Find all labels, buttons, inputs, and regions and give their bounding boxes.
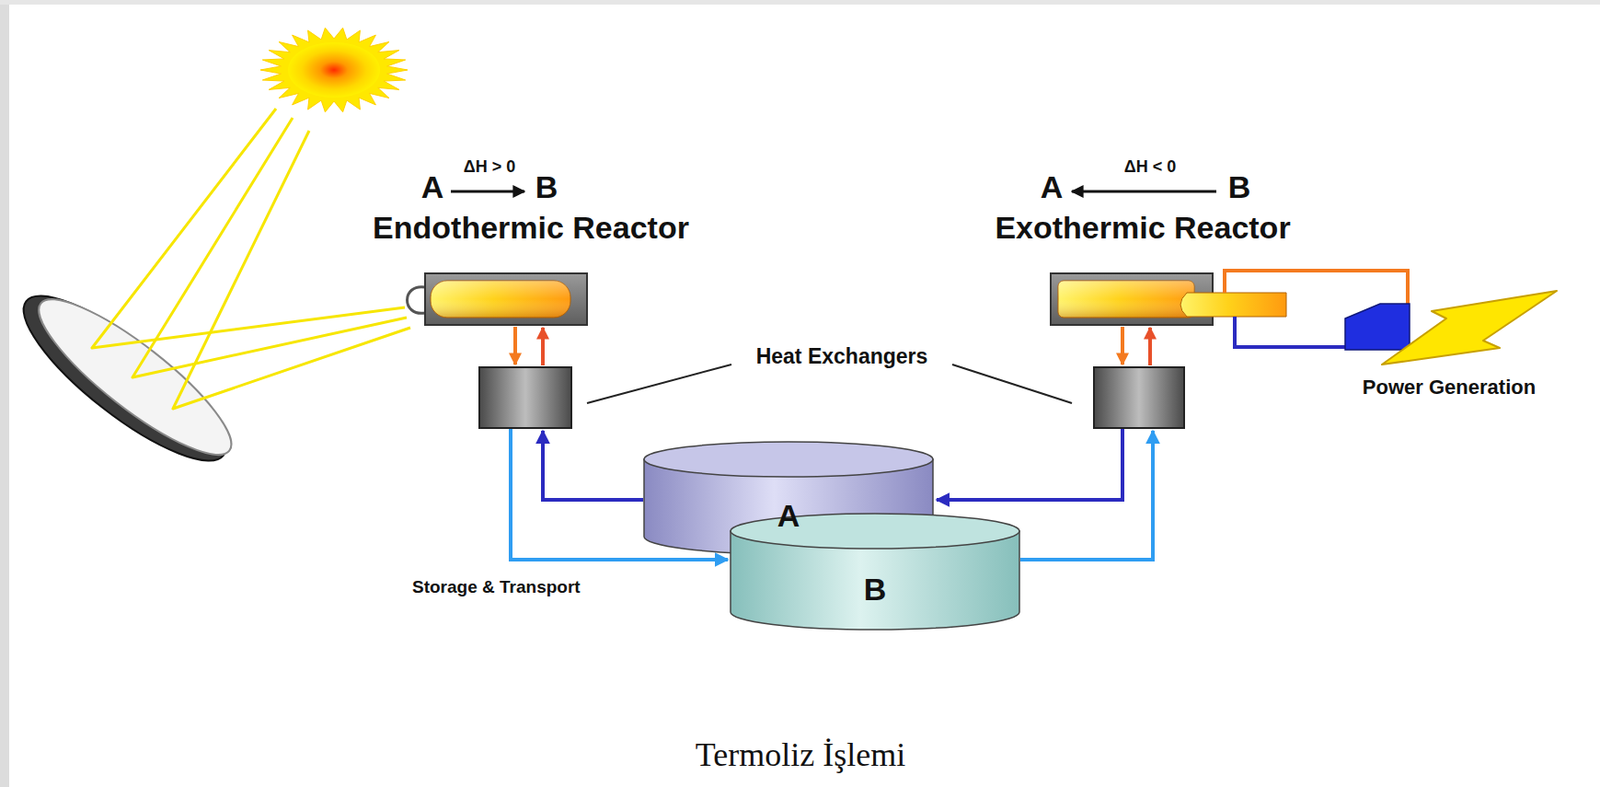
illustration-part [541,327,545,366]
reaction-arrow [450,190,525,194]
illustration-part [1058,280,1195,318]
storage-tank: A [643,440,934,555]
illustration-part [513,326,518,365]
reactant-symbol: B [1228,170,1252,205]
power-generation-label: Power Generation [1362,376,1536,399]
illustration-part [430,280,571,318]
turbine [1345,303,1410,350]
illustration-part [1020,430,1153,560]
product-symbol: B [535,170,559,205]
illustration-part [1058,280,1195,318]
illustration-part [1224,270,1408,304]
illustration-part [407,287,426,314]
lightning-bolt [1381,290,1557,365]
storage-tank: B [729,512,1021,631]
product-symbol: A [1040,170,1064,205]
sun [260,27,408,112]
tank-label: B [863,572,887,607]
illustration-part [1120,326,1125,365]
storage-label: Storage & Transport [412,577,581,598]
enthalpy-label: ΔH < 0 [1124,158,1176,177]
illustration-part [425,273,588,325]
leader-line [587,364,1072,403]
illustration-part [172,130,411,409]
exothermic-reactor: Exothermic Reactor [1050,273,1213,325]
exothermic-reactor-body [1050,273,1287,325]
tank-shape [729,512,1021,631]
illustration-part [1148,327,1152,366]
illustration-part [1180,292,1287,317]
illustration-part [132,117,407,378]
illustration-part [430,280,571,318]
reactor-heading: Endothermic Reactor [372,210,690,245]
reactant-symbol: A [421,170,445,205]
illustration-part [92,108,405,348]
illustration-part [1234,316,1347,347]
tank-label: A [777,498,801,533]
sun-core [287,42,380,98]
light-rays [92,108,411,409]
frame-strip [0,0,10,787]
illustration-part [587,364,732,403]
caption: Termoliz İşlemi [695,736,906,774]
reactor-heading: Exothermic Reactor [994,210,1290,245]
heat-exchanger [479,367,572,428]
heat-exchanger [1093,367,1185,428]
frame-strip [0,0,1600,5]
endothermic-reactor-body [407,273,588,325]
illustration-part [936,428,1123,500]
reaction-arrow [1071,190,1217,194]
tank-top [730,513,1020,549]
illustration-part [542,430,644,500]
illustration-part [952,364,1072,403]
enthalpy-label: ΔH > 0 [463,158,516,177]
tank-top [644,441,933,477]
sun-rays [260,27,408,112]
heat-exchangers-label: Heat Exchangers [756,345,929,369]
storage-flow-arrow [510,428,1153,560]
endothermic-reactor: Endothermic Reactor [425,273,588,325]
